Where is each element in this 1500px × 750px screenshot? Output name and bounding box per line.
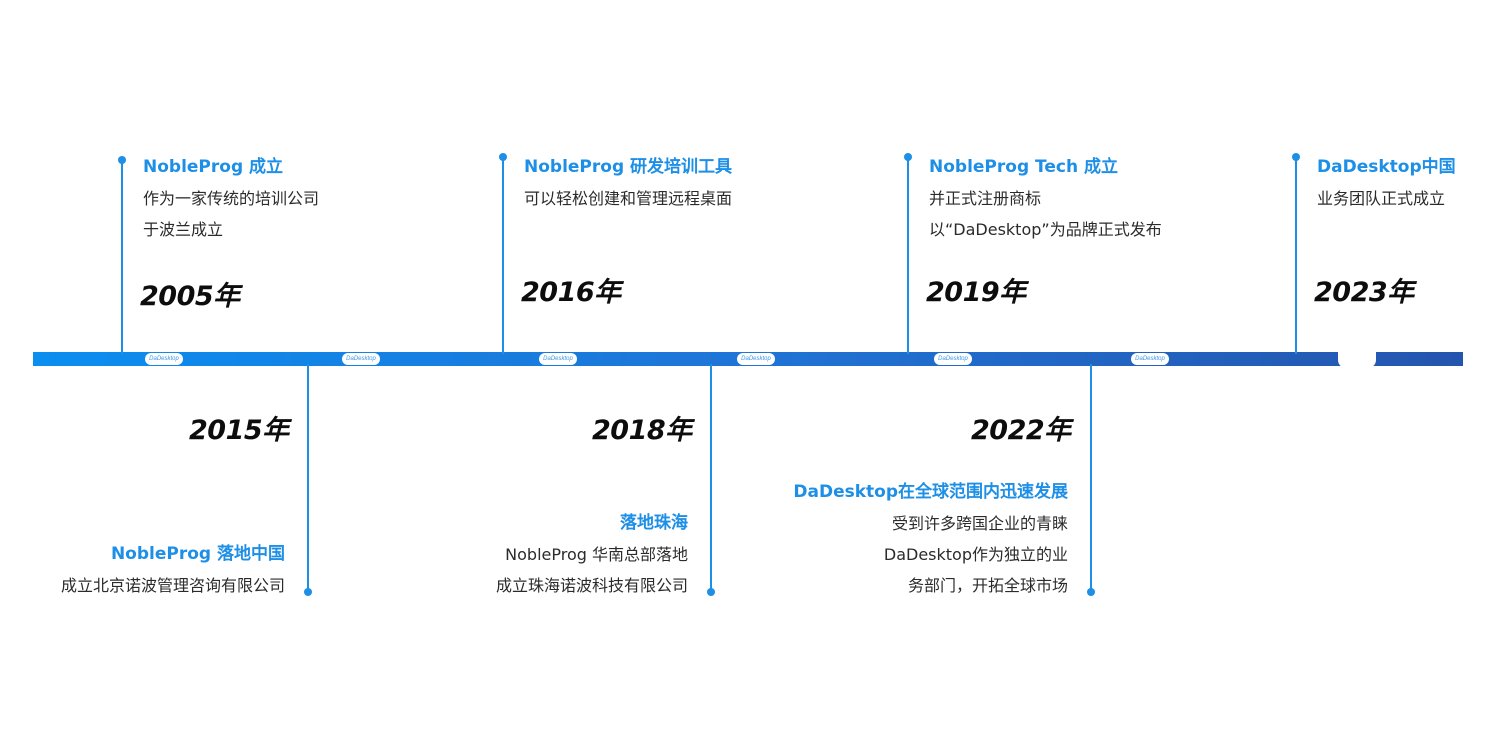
event-title: NobleProg 研发培训工具 bbox=[524, 157, 733, 177]
year-label-2015: 2015年 bbox=[189, 415, 289, 446]
event-desc: 成立北京诺波管理咨询有限公司 bbox=[60, 576, 285, 595]
event-desc: 作为一家传统的培训公司 bbox=[143, 189, 320, 208]
event-2005: NobleProg 成立 作为一家传统的培训公司 于波兰成立 bbox=[143, 152, 319, 245]
milestone-stem bbox=[1090, 364, 1092, 592]
event-desc: 以“DaDesktop”为品牌正式发布 bbox=[929, 220, 1162, 239]
milestone-stem bbox=[307, 364, 309, 592]
event-2018: 落地珠海 NobleProg 华南总部落地 成立珠海诺波科技有限公司 bbox=[496, 508, 688, 601]
event-desc: 并正式注册商标 bbox=[929, 189, 1042, 208]
event-title: NobleProg Tech 成立 bbox=[929, 157, 1119, 177]
milestone-dot bbox=[304, 588, 312, 596]
year-label-2022: 2022年 bbox=[971, 415, 1071, 446]
event-desc: 成立珠海诺波科技有限公司 bbox=[495, 576, 688, 595]
milestone-stem bbox=[121, 160, 123, 354]
year-label-2018: 2018年 bbox=[592, 415, 692, 446]
milestone-stem bbox=[1295, 157, 1297, 354]
watermark-label: DaDesktop bbox=[737, 353, 775, 365]
event-title: DaDesktop在全球范围内迅速发展 bbox=[793, 482, 1068, 502]
event-desc: DaDesktop作为独立的业 bbox=[883, 545, 1068, 564]
year-label-2019: 2019年 bbox=[926, 277, 1026, 308]
milestone-dot bbox=[707, 588, 715, 596]
event-desc: 可以轻松创建和管理远程桌面 bbox=[524, 189, 733, 208]
event-title: NobleProg 落地中国 bbox=[110, 544, 285, 564]
watermark-label: DaDesktop bbox=[934, 353, 972, 365]
event-2023: DaDesktop中国 业务团队正式成立 bbox=[1317, 152, 1456, 214]
watermark-label: DaDesktop bbox=[342, 353, 380, 365]
event-2016: NobleProg 研发培训工具 可以轻松创建和管理远程桌面 bbox=[524, 152, 732, 214]
year-label-2005: 2005年 bbox=[140, 281, 240, 312]
event-2015: NobleProg 落地中国 成立北京诺波管理咨询有限公司 bbox=[61, 539, 285, 601]
milestone-stem bbox=[710, 364, 712, 592]
watermark-label: DaDesktop bbox=[145, 353, 183, 365]
event-desc: 于波兰成立 bbox=[143, 220, 224, 239]
event-2022: DaDesktop在全球范围内迅速发展 受到许多跨国企业的青睐 DaDeskto… bbox=[793, 477, 1068, 601]
event-desc: 受到许多跨国企业的青睐 bbox=[891, 514, 1068, 533]
event-desc: 务部门，开拓全球市场 bbox=[907, 576, 1068, 595]
milestone-stem bbox=[502, 157, 504, 354]
year-label-2016: 2016年 bbox=[521, 277, 621, 308]
milestone-dot bbox=[1087, 588, 1095, 596]
year-label-2023: 2023年 bbox=[1314, 277, 1414, 308]
event-title: DaDesktop中国 bbox=[1317, 157, 1456, 177]
event-title: NobleProg 成立 bbox=[143, 157, 284, 177]
event-2019: NobleProg Tech 成立 并正式注册商标 以“DaDesktop”为品… bbox=[929, 152, 1162, 245]
event-title: 落地珠海 bbox=[620, 513, 688, 533]
watermark-label: DaDesktop bbox=[1131, 353, 1169, 365]
event-desc: 业务团队正式成立 bbox=[1317, 189, 1446, 208]
event-desc: NobleProg 华南总部落地 bbox=[505, 545, 688, 564]
watermark-label: DaDesktop bbox=[539, 353, 577, 365]
milestone-stem bbox=[907, 157, 909, 354]
axis-gap bbox=[1338, 350, 1376, 368]
